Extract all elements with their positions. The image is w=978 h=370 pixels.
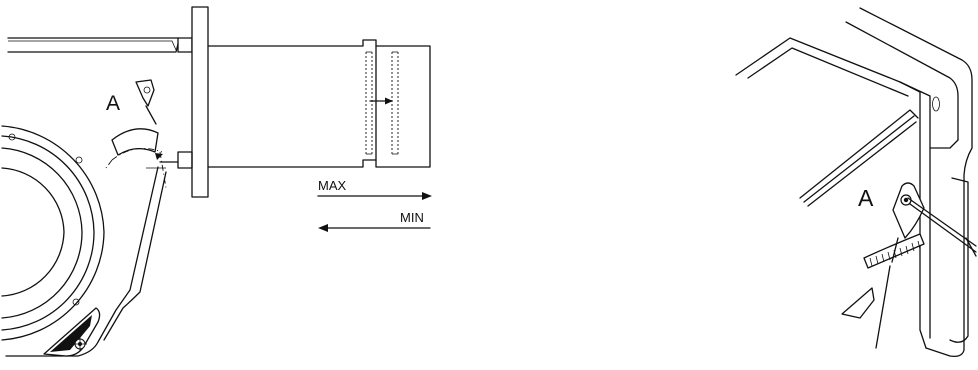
zoom-tube xyxy=(207,39,431,168)
lens-rings xyxy=(1,125,105,341)
flange-plate xyxy=(191,6,209,198)
projector-body xyxy=(5,166,159,357)
min-label: MIN xyxy=(400,210,424,225)
right-rails xyxy=(735,37,921,207)
right-figure: A xyxy=(735,7,977,358)
slide-arrow xyxy=(369,97,393,105)
right-foot xyxy=(841,287,875,319)
adjuster-knob xyxy=(135,79,157,125)
callout-a-left: A xyxy=(106,92,120,115)
min-arrow xyxy=(318,224,431,232)
right-dial-scale xyxy=(863,233,925,269)
dial-scale xyxy=(105,128,167,189)
hex-wrench xyxy=(907,197,977,257)
max-arrow xyxy=(317,192,432,200)
left-figure: A MAX MIN xyxy=(1,6,432,357)
right-body xyxy=(859,7,973,358)
top-rail xyxy=(7,37,193,53)
callout-a-right: A xyxy=(858,185,874,211)
max-label: MAX xyxy=(318,178,347,193)
foot xyxy=(43,307,101,357)
